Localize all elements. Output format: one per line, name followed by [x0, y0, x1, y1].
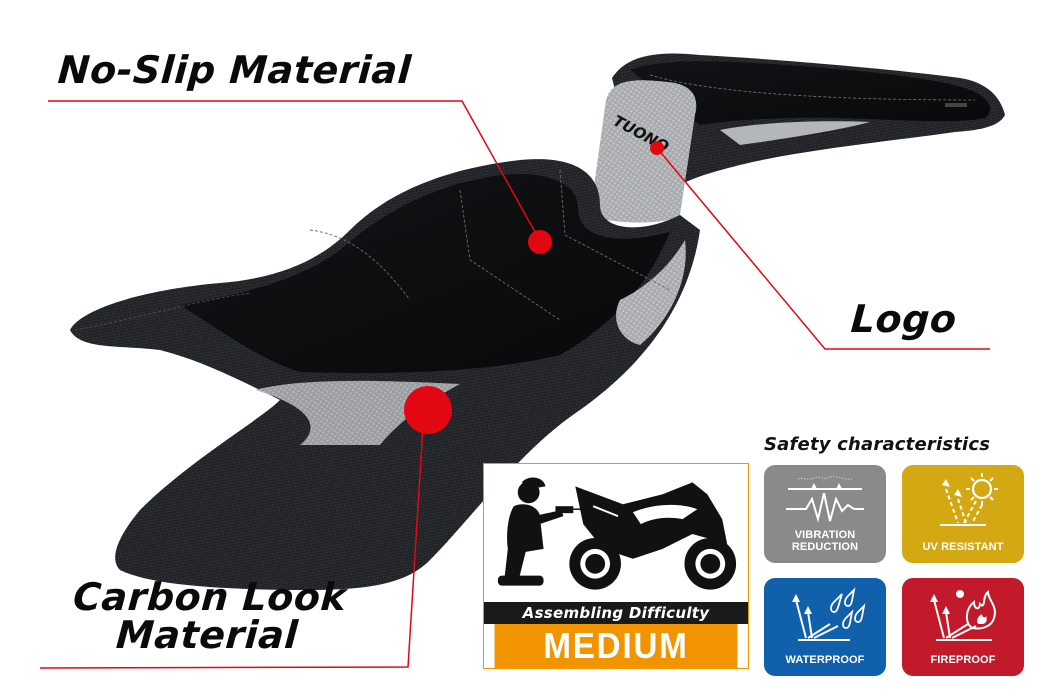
logo-panel: TUONO	[590, 80, 697, 223]
safety-tile-fireproof: FIREPROOF	[902, 578, 1024, 676]
assembly-difficulty-badge: Assembling Difficulty MEDIUM	[483, 463, 749, 669]
mechanic-motorcycle-icon	[497, 477, 737, 590]
assembly-difficulty-level: MEDIUM	[494, 624, 738, 668]
flame-icon	[930, 590, 996, 641]
safety-tile-vibration-reduction: VIBRATION REDUCTION	[764, 465, 886, 563]
tile-label: FIREPROOF	[930, 654, 996, 666]
safety-tile-waterproof: WATERPROOF	[764, 578, 886, 676]
tile-label: VIBRATION REDUCTION	[791, 529, 859, 553]
carbon-label-line1: Carbon Look	[71, 575, 348, 619]
tile-label: WATERPROOF	[785, 654, 865, 666]
assembly-difficulty-label: Assembling Difficulty	[484, 602, 748, 624]
tile-label: UV RESISTANT	[922, 541, 1004, 553]
safety-characteristics-title: Safety characteristics	[764, 434, 991, 455]
water-drops-icon	[792, 587, 866, 641]
uv-sun-icon	[940, 473, 998, 526]
brand-tag	[945, 103, 967, 107]
safety-tile-uv-resistant: UV RESISTANT	[902, 465, 1024, 563]
logo-label: Logo	[849, 297, 959, 341]
carbon-label-line2: Material	[114, 613, 300, 657]
no-slip-material-label: No-Slip Material	[56, 48, 413, 92]
vibration-icon	[786, 476, 864, 523]
carbon-look-material-label: Carbon Look Material	[69, 575, 348, 657]
